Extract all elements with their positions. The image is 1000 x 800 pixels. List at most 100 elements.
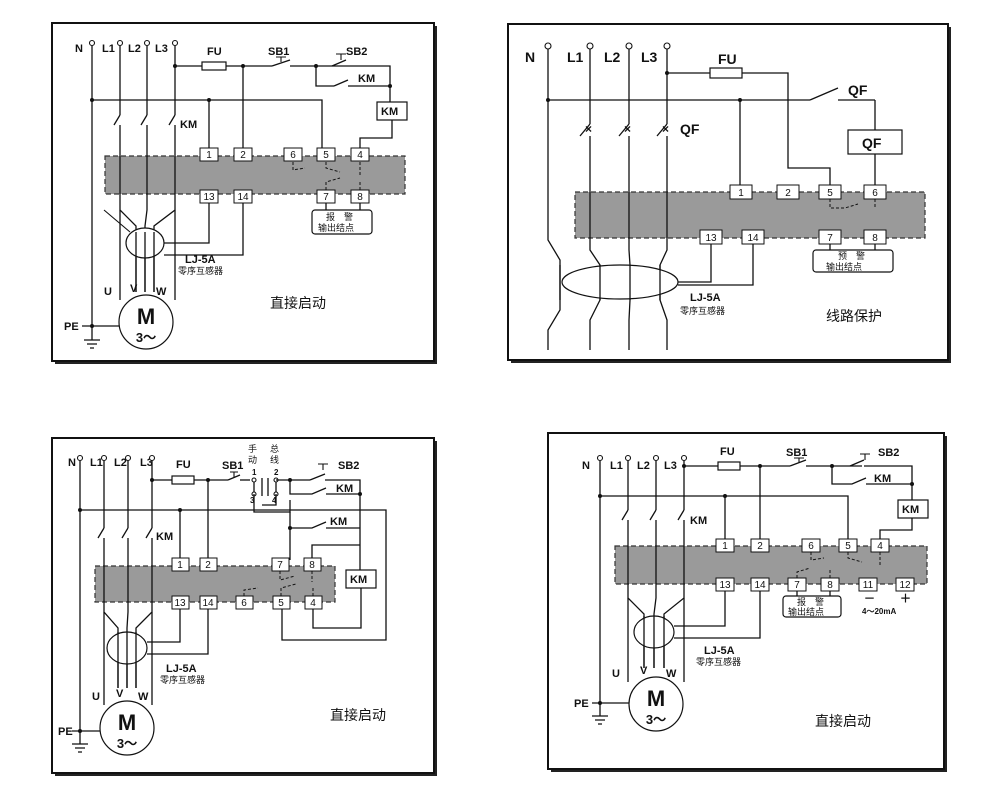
sb1-label: SB1	[786, 447, 807, 459]
fuse-label: FU	[207, 46, 222, 58]
label-l1: L1	[102, 43, 115, 55]
terminal-6: 6	[808, 541, 814, 552]
manual-label-1: 手	[248, 443, 257, 455]
ct-name-label: 零序互感器	[680, 305, 725, 317]
label-l3: L3	[641, 49, 658, 65]
km-coil	[897, 499, 929, 519]
label-n: N	[75, 43, 83, 55]
terminal-2: 2	[205, 560, 211, 571]
label-l2: L2	[637, 460, 650, 472]
km-hold-label: KM	[358, 73, 375, 85]
km-main-label: KM	[156, 531, 173, 543]
pe-label: PE	[58, 726, 73, 738]
ground-icon	[592, 703, 608, 725]
label-l1: L1	[610, 460, 623, 472]
bus-label-2: 线	[270, 454, 279, 466]
motor	[118, 294, 174, 350]
motor-phase-label: 3～	[136, 330, 156, 345]
fuse	[717, 461, 741, 471]
label-l3: L3	[664, 460, 677, 472]
motor-label: M	[118, 710, 136, 735]
motor-phase-label: 3～	[117, 736, 137, 751]
terminal-7: 7	[323, 192, 329, 203]
qf-coil-label: QF	[862, 135, 882, 151]
terminal-1: 1	[722, 541, 728, 552]
terminal-12: 12	[899, 580, 911, 591]
terminal-8: 8	[357, 192, 363, 203]
sb2-label: SB2	[338, 460, 359, 472]
panel-direct-start-2: N L1 L2 L3 FU SB1 手 动 总 线 1 3 2 4 SB2 KM	[51, 437, 437, 776]
switch-num-3: 3	[250, 496, 255, 505]
pe-label: PE	[574, 698, 589, 710]
ct-model-label: LJ-5A	[704, 645, 735, 657]
svg-text:×: ×	[585, 122, 592, 136]
caption: 直接启动	[815, 713, 871, 730]
label-u: U	[92, 691, 100, 703]
manual-label-2: 动	[248, 455, 257, 466]
fuse	[171, 475, 195, 485]
alarm-label: 报 警	[326, 211, 353, 223]
fuse-label: FU	[176, 459, 191, 471]
km-coil-label: KM	[381, 106, 398, 118]
km-hold-label-2: KM	[330, 516, 347, 528]
label-l2: L2	[128, 43, 141, 55]
sb2-label: SB2	[346, 46, 367, 58]
motor-label: M	[137, 304, 155, 329]
km-main-label: KM	[690, 515, 707, 527]
motor	[628, 676, 684, 732]
terminal-5: 5	[323, 150, 329, 161]
ct-model-label: LJ-5A	[690, 292, 721, 304]
ground-icon	[72, 731, 88, 753]
terminal-13: 13	[203, 192, 215, 203]
label-w: W	[138, 691, 149, 703]
terminal-13: 13	[174, 598, 186, 609]
terminal-6: 6	[241, 598, 247, 609]
alarm-label: 报 警	[797, 596, 824, 608]
pre-alarm-label: 预 警	[838, 250, 865, 262]
terminal-5: 5	[845, 541, 851, 552]
minus-label: －	[864, 593, 875, 605]
terminal-13: 13	[705, 233, 717, 244]
sb2-label: SB2	[878, 447, 899, 459]
km-hold-label: KM	[874, 473, 891, 485]
km-main-label: KM	[180, 119, 197, 131]
terminal-4: 4	[357, 150, 363, 161]
panel-direct-start-1: N L1 L2 L3 FU SB1 SB2 KM KM	[51, 22, 437, 364]
label-v: V	[130, 283, 138, 295]
terminal-14: 14	[237, 192, 249, 203]
label-w: W	[156, 286, 167, 298]
bus-label-1: 总	[270, 443, 279, 455]
terminal-4: 4	[877, 541, 883, 552]
label-v: V	[640, 665, 648, 677]
terminal-1: 1	[177, 560, 183, 571]
terminal-14: 14	[747, 233, 759, 244]
caption: 线路保护	[826, 309, 882, 325]
label-n: N	[68, 457, 76, 469]
terminal-2: 2	[757, 541, 763, 552]
terminal-5: 5	[278, 598, 284, 609]
terminal-8: 8	[309, 560, 315, 571]
alarm-output-label: 输出结点	[318, 222, 354, 234]
km-coil-label: KM	[902, 504, 919, 516]
switch-num-4: 4	[272, 496, 277, 505]
svg-text:×: ×	[662, 122, 669, 136]
pre-alarm-output-box	[812, 249, 894, 273]
fuse-label: FU	[718, 51, 737, 67]
terminal-13: 13	[719, 580, 731, 591]
ct-model-label: LJ-5A	[185, 254, 216, 266]
terminal-4: 4	[310, 598, 316, 609]
label-l3: L3	[140, 457, 153, 469]
switch-num-1: 1	[252, 468, 257, 477]
fuse-label: FU	[720, 446, 735, 458]
pe-label: PE	[64, 321, 79, 333]
motor-phase-label: 3～	[646, 712, 666, 727]
ct-name-label: 零序互感器	[160, 674, 205, 686]
ct-name-label: 零序互感器	[696, 656, 741, 668]
label-u: U	[612, 668, 620, 680]
alarm-output-box	[782, 595, 842, 618]
alarm-output-box	[311, 209, 373, 235]
km-hold-label-1: KM	[336, 483, 353, 495]
label-n: N	[582, 460, 590, 472]
motor-label: M	[647, 686, 665, 711]
terminal-11: 11	[863, 580, 874, 591]
